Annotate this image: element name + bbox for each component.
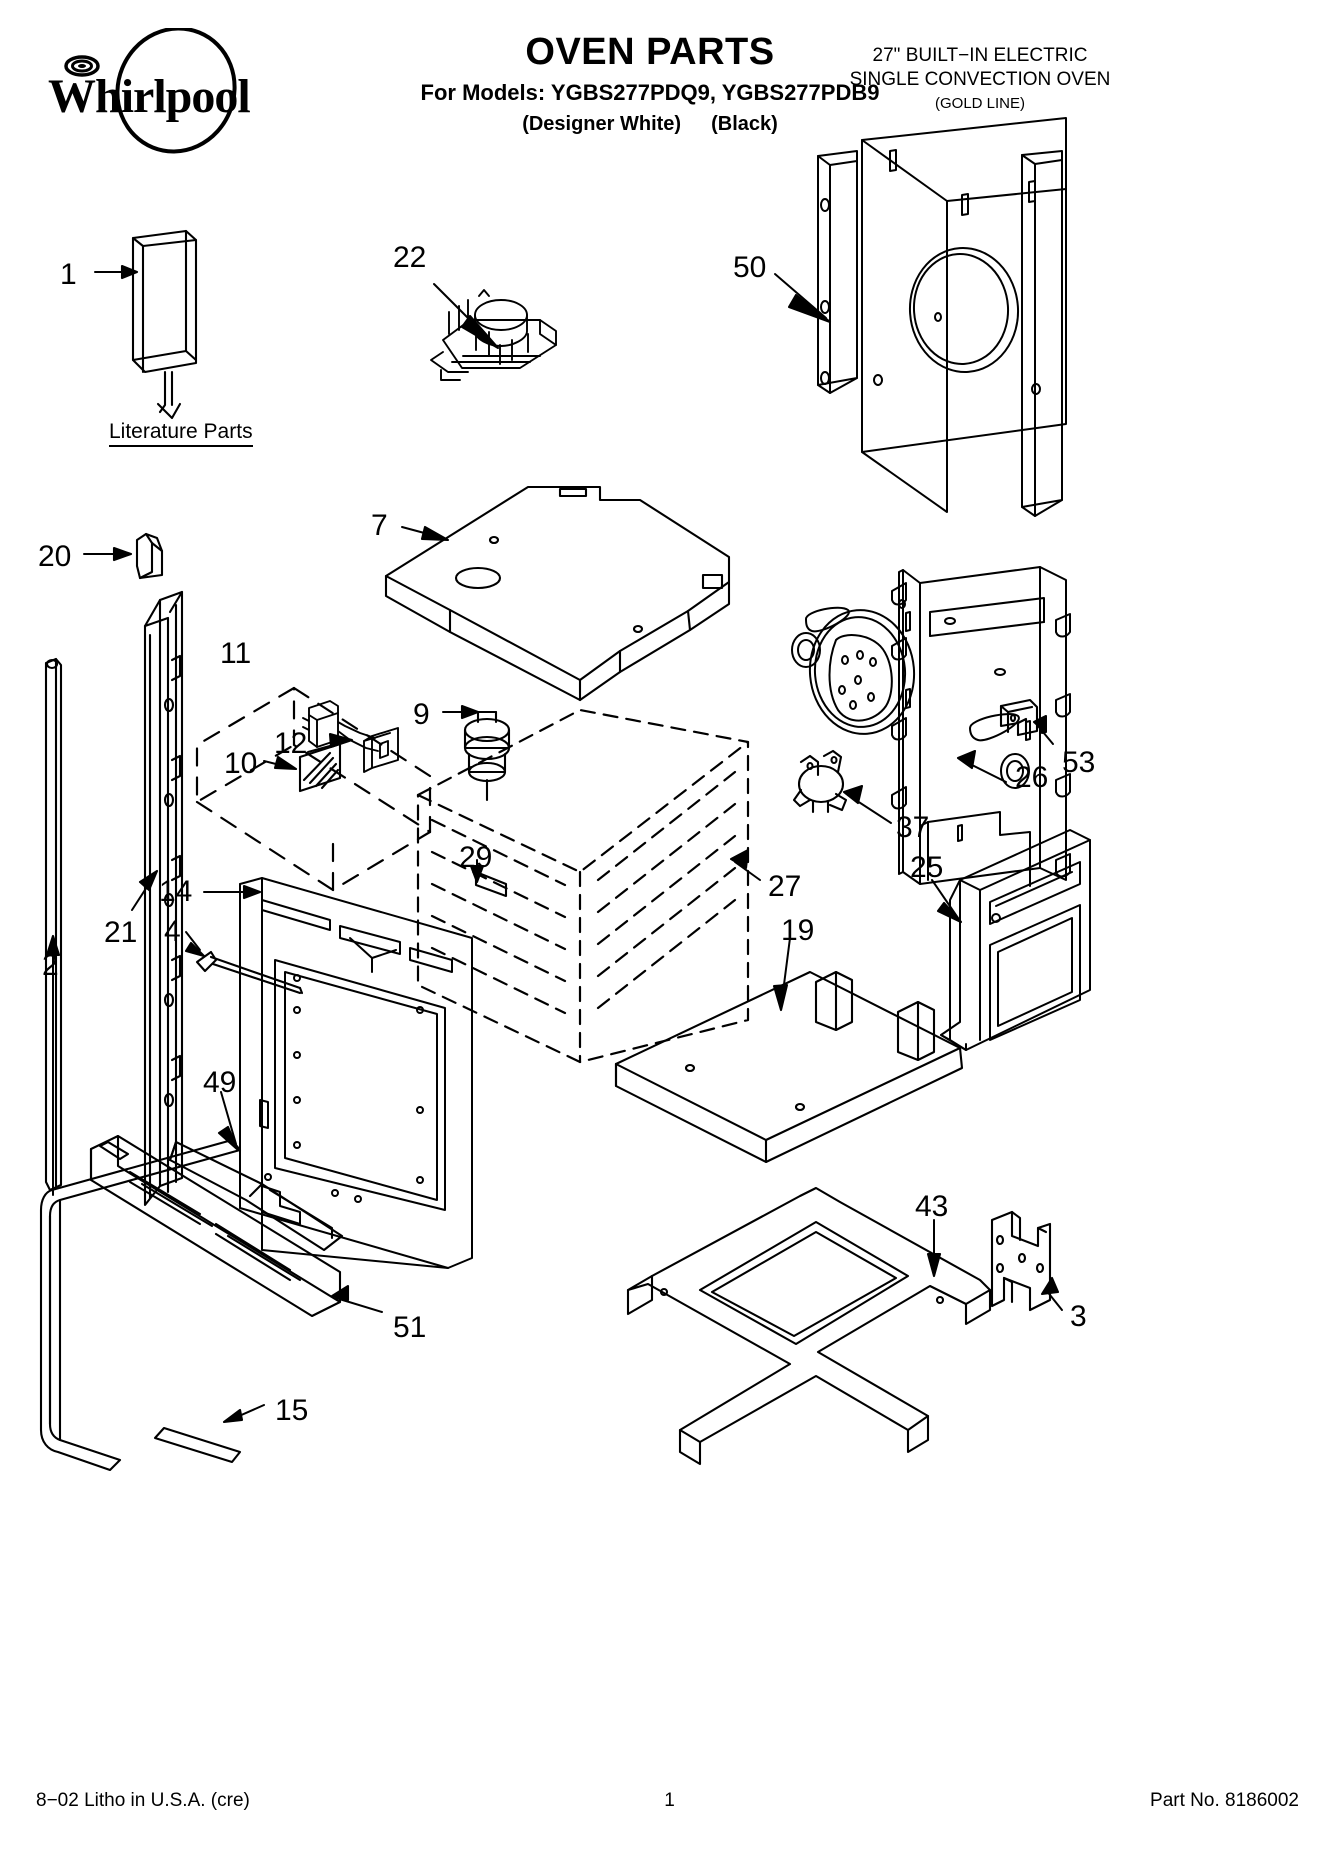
callout-number-3: 3 <box>1070 1300 1087 1333</box>
footer-litho-info: 8−02 Litho in U.S.A. (cre) <box>36 1790 250 1811</box>
leader-26 <box>956 749 1007 783</box>
leader-2 <box>45 934 61 1196</box>
callout-number-15: 15 <box>275 1394 309 1427</box>
part-49-deflector <box>168 1140 344 1252</box>
callout-number-9: 9 <box>413 698 430 731</box>
leader-37 <box>842 784 892 824</box>
part-20-cap <box>135 532 164 580</box>
leader-22 <box>433 283 500 350</box>
part-53-clip-bracket <box>999 698 1039 737</box>
finishes-line: (Designer White) (Black) <box>330 110 970 138</box>
literature-bracket <box>156 370 182 420</box>
callout-number-7: 7 <box>371 509 388 542</box>
part-4-screw <box>195 950 304 995</box>
part-19-shelf <box>614 970 964 1164</box>
callout-number-14: 14 <box>159 875 193 908</box>
leader-3 <box>1040 1276 1063 1311</box>
part-3-corner-bracket <box>990 1210 1052 1312</box>
callout-number-37: 37 <box>896 811 930 844</box>
part-7-top-panel <box>384 485 731 702</box>
spec-line-3: (GOLD LINE) <box>934 95 1025 112</box>
leader-21 <box>131 869 159 911</box>
leader-10 <box>263 755 298 771</box>
leader-27 <box>729 848 761 881</box>
caption-literature-parts: Literature Parts <box>109 420 253 447</box>
footer-part-number: Part No. 8186002 <box>1150 1790 1299 1811</box>
callout-number-2: 2 <box>42 949 59 982</box>
leader-29 <box>469 859 485 884</box>
callout-number-20: 20 <box>38 540 72 573</box>
part-1-literature <box>131 229 198 374</box>
part-37-thermal-limiter <box>792 749 848 814</box>
callout-number-12: 12 <box>274 727 308 760</box>
page-footer: 8−02 Litho in U.S.A. (cre) 1 Part No. 81… <box>0 1790 1339 1820</box>
callout-number-27: 27 <box>768 870 802 903</box>
callout-number-29: 29 <box>459 841 493 874</box>
leader-50 <box>774 273 832 324</box>
part-9-blower-motor <box>463 710 511 802</box>
leader-25 <box>931 879 963 924</box>
callout-number-4: 4 <box>164 915 181 948</box>
leader-12 <box>307 732 354 753</box>
callout-number-43: 43 <box>915 1190 949 1223</box>
leader-53 <box>1032 714 1054 745</box>
leader-1 <box>94 264 139 280</box>
leader-51 <box>330 1284 383 1313</box>
spec-block: 27" BUILT−IN ELECTRIC SINGLE CONVECTION … <box>820 44 1140 116</box>
part-15-door-gasket <box>39 1138 242 1472</box>
spec-line-2: SINGLE CONVECTION OVEN <box>849 69 1111 90</box>
callout-number-19: 19 <box>781 914 815 947</box>
leader-14 <box>203 884 262 900</box>
part-26-chassis-panel <box>791 566 1071 887</box>
part-22-switch-assembly <box>430 289 557 381</box>
part-50-back-panel <box>817 117 1067 517</box>
finish-black: (Black) <box>711 113 778 135</box>
part-14-front-frame <box>239 877 473 1269</box>
part-25-front-panel <box>940 829 1091 1051</box>
whirlpool-logo: Whirlpool <box>36 28 316 158</box>
spec-line-1: 27" BUILT−IN ELECTRIC <box>872 45 1088 66</box>
callout-number-11: 11 <box>220 637 252 670</box>
part-12-lamp-socket <box>302 700 399 773</box>
finish-designer-white: (Designer White) <box>522 113 682 135</box>
part-10-lens <box>298 742 342 793</box>
part-27-oven-cavity <box>416 708 750 1064</box>
callout-number-21: 21 <box>104 916 138 949</box>
callout-number-22: 22 <box>393 241 427 274</box>
part-11-dashed-region <box>195 686 432 892</box>
leader-19 <box>772 937 791 1012</box>
leader-7 <box>401 525 450 542</box>
leader-20 <box>83 546 133 562</box>
callout-number-25: 25 <box>910 851 944 884</box>
callout-number-26: 26 <box>1015 761 1049 794</box>
callout-number-53: 53 <box>1062 746 1096 779</box>
callout-number-51: 51 <box>393 1311 427 1344</box>
leader-4 <box>184 931 206 958</box>
callout-number-49: 49 <box>203 1066 237 1099</box>
part-43-base-frame <box>626 1186 992 1466</box>
title-block: OVEN PARTS For Models: YGBS277PDQ9, YGBS… <box>330 30 970 138</box>
callout-number-10: 10 <box>224 747 258 780</box>
callout-number-50: 50 <box>733 251 767 284</box>
models-line: For Models: YGBS277PDQ9, YGBS277PDB9 <box>420 80 880 105</box>
page-title: OVEN PARTS <box>525 31 775 73</box>
leader-15 <box>222 1404 265 1424</box>
callout-number-1: 1 <box>60 258 77 291</box>
leader-43 <box>926 1219 942 1278</box>
svg-text:Whirlpool: Whirlpool <box>48 70 250 123</box>
leader-9 <box>442 704 480 720</box>
part-2-trim-rod <box>44 657 63 1192</box>
footer-page-number: 1 <box>664 1790 675 1811</box>
